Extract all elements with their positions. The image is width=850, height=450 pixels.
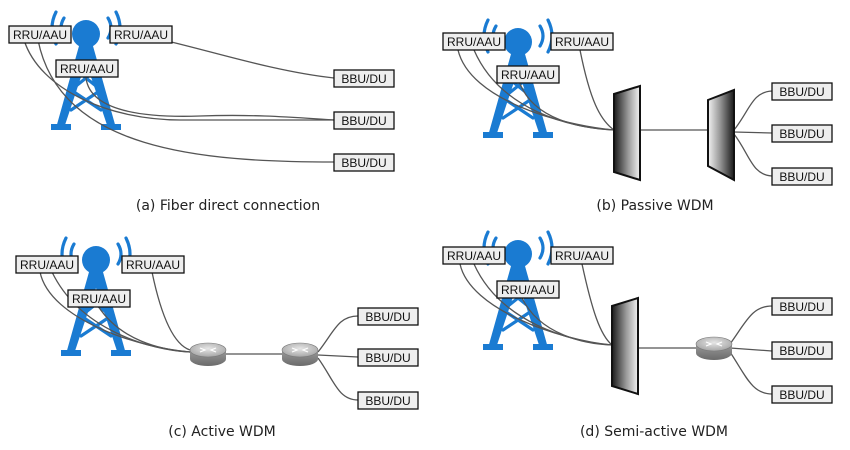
fiber-line (317, 357, 359, 401)
svg-text:RRU/AAU: RRU/AAU (555, 35, 609, 49)
caption-b: (b) Passive WDM (596, 198, 713, 214)
wdm-demultiplexer-icon (707, 88, 735, 182)
fiber-line (519, 83, 615, 131)
fiber-line (521, 297, 613, 346)
svg-text:BBU/DU: BBU/DU (779, 170, 824, 184)
bbu-label: BBU/DU (771, 341, 833, 360)
panel-b: RRU/AAU RRU/AAU RRU/AAU BBU/DU BBU/DU BB… (442, 18, 833, 214)
bbu-label: BBU/DU (771, 82, 833, 101)
fiber-line (733, 133, 773, 177)
fiber-line (579, 49, 615, 131)
svg-text:RRU/AAU: RRU/AAU (60, 62, 114, 76)
caption-d: (d) Semi-active WDM (580, 424, 728, 440)
router-icon (695, 336, 733, 361)
router-icon (281, 342, 319, 367)
svg-text:RRU/AAU: RRU/AAU (501, 283, 555, 297)
rru-label-center: RRU/AAU (496, 65, 560, 84)
rru-label-left: RRU/AAU (442, 32, 506, 51)
svg-text:RRU/AAU: RRU/AAU (447, 35, 501, 49)
fiber-line (729, 351, 773, 395)
svg-text:RRU/AAU: RRU/AAU (20, 258, 74, 272)
svg-text:BBU/DU: BBU/DU (365, 310, 410, 324)
svg-text:BBU/DU: BBU/DU (365, 351, 410, 365)
fiber-line (317, 354, 359, 358)
rru-label-right: RRU/AAU (121, 255, 185, 274)
bbu-label: BBU/DU (771, 124, 833, 143)
fiber-line (23, 39, 334, 121)
rru-label-center: RRU/AAU (55, 59, 119, 78)
rru-label-right: RRU/AAU (550, 246, 614, 265)
svg-text:BBU/DU: BBU/DU (779, 300, 824, 314)
bbu-label: BBU/DU (771, 167, 833, 186)
fiber-line (729, 347, 773, 352)
fiber-line (733, 131, 773, 134)
rru-label-left: RRU/AAU (442, 246, 506, 265)
svg-text:BBU/DU: BBU/DU (365, 394, 410, 408)
rru-label-center: RRU/AAU (496, 280, 560, 299)
wdm-multiplexer-icon (611, 296, 639, 396)
caption-a: (a) Fiber direct connection (136, 198, 320, 214)
svg-text:RRU/AAU: RRU/AAU (114, 28, 168, 42)
bbu-label: BBU/DU (333, 153, 395, 172)
svg-text:BBU/DU: BBU/DU (779, 344, 824, 358)
wdm-multiplexer-icon (613, 84, 641, 182)
rru-label-right: RRU/AAU (109, 25, 173, 44)
bbu-label: BBU/DU (357, 348, 419, 367)
caption-c: (c) Active WDM (168, 424, 276, 440)
svg-text:RRU/AAU: RRU/AAU (447, 249, 501, 263)
fiber-line (97, 305, 191, 353)
rru-label-center: RRU/AAU (67, 289, 131, 308)
svg-text:RRU/AAU: RRU/AAU (13, 28, 67, 42)
fiber-line (729, 305, 773, 345)
bbu-label: BBU/DU (357, 391, 419, 410)
svg-text:BBU/DU: BBU/DU (779, 127, 824, 141)
bbu-label: BBU/DU (333, 111, 395, 130)
bbu-label: BBU/DU (333, 69, 395, 88)
svg-text:RRU/AAU: RRU/AAU (555, 249, 609, 263)
router-icon (189, 342, 227, 367)
rru-label-right: RRU/AAU (550, 32, 614, 51)
rru-label-left: RRU/AAU (15, 255, 79, 274)
fiber-line (85, 77, 335, 121)
panel-c: RRU/AAU RRU/AAU RRU/AAU BBU/DU BBU/DU BB… (15, 236, 419, 440)
svg-text:BBU/DU: BBU/DU (341, 72, 386, 86)
fiber-line (581, 263, 613, 346)
svg-text:RRU/AAU: RRU/AAU (72, 292, 126, 306)
svg-text:RRU/AAU: RRU/AAU (126, 258, 180, 272)
panel-d: RRU/AAU RRU/AAU RRU/AAU BBU/DU BBU/DU BB… (442, 230, 833, 440)
bbu-label: BBU/DU (771, 297, 833, 316)
fiber-line (37, 39, 335, 163)
bbu-label: BBU/DU (357, 307, 419, 326)
bbu-label: BBU/DU (771, 385, 833, 404)
svg-text:BBU/DU: BBU/DU (779, 85, 824, 99)
fiber-line (151, 271, 191, 351)
svg-text:RRU/AAU: RRU/AAU (501, 68, 555, 82)
rru-label-left: RRU/AAU (8, 25, 72, 44)
fiber-line (733, 90, 773, 131)
fiber-line (317, 315, 359, 353)
svg-text:BBU/DU: BBU/DU (341, 114, 386, 128)
panel-a: RRU/AAU RRU/AAU RRU/AAU BBU/DU BBU/DU BB… (8, 10, 395, 214)
svg-text:BBU/DU: BBU/DU (779, 388, 824, 402)
svg-text:BBU/DU: BBU/DU (341, 156, 386, 170)
